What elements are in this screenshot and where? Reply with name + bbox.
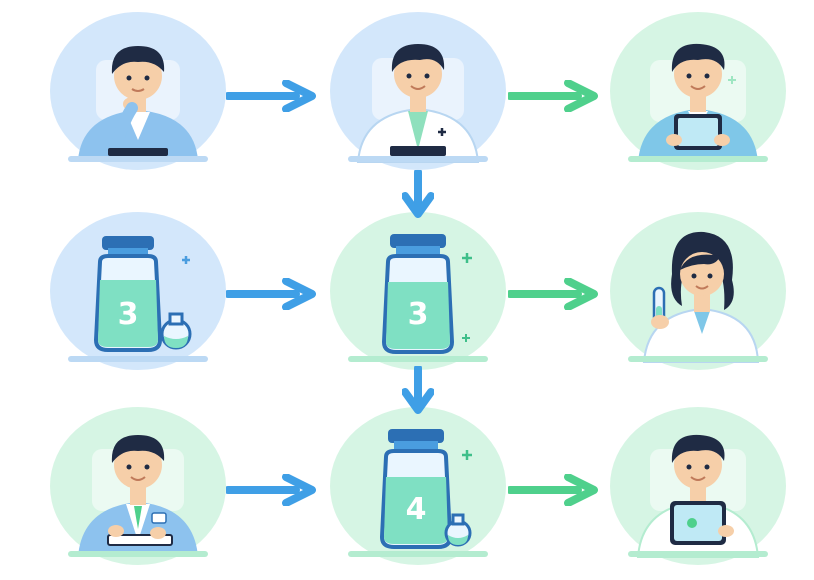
node-person-tablet-top bbox=[608, 10, 788, 172]
node-jar-green-4: 4 bbox=[328, 405, 508, 567]
arrow-down-blue-1 bbox=[402, 170, 434, 218]
arrow-down-blue-2 bbox=[402, 366, 434, 414]
node-jar-green-3: 3 bbox=[328, 210, 508, 372]
arrow-right-blue-r2 bbox=[226, 278, 316, 310]
arrow-right-blue-r3 bbox=[226, 474, 316, 506]
node-jar-blue-3: 3 bbox=[48, 210, 228, 372]
jar-label-3-blue: 3 bbox=[118, 297, 139, 332]
arrow-right-green-r3 bbox=[508, 474, 598, 506]
node-scientist-testtube bbox=[608, 210, 788, 372]
arrow-right-green-r2 bbox=[508, 278, 598, 310]
node-doctor-clipboard bbox=[328, 10, 508, 172]
jar-label-3-green: 3 bbox=[408, 297, 429, 332]
node-doctor-writing bbox=[48, 405, 228, 567]
arrow-right-green-r1 bbox=[508, 80, 598, 112]
arrow-right-blue-r1 bbox=[226, 80, 316, 112]
node-person-tablet-bottom bbox=[608, 405, 788, 567]
node-researcher-thinking bbox=[48, 10, 228, 172]
jar-label-4-green: 4 bbox=[406, 492, 427, 527]
